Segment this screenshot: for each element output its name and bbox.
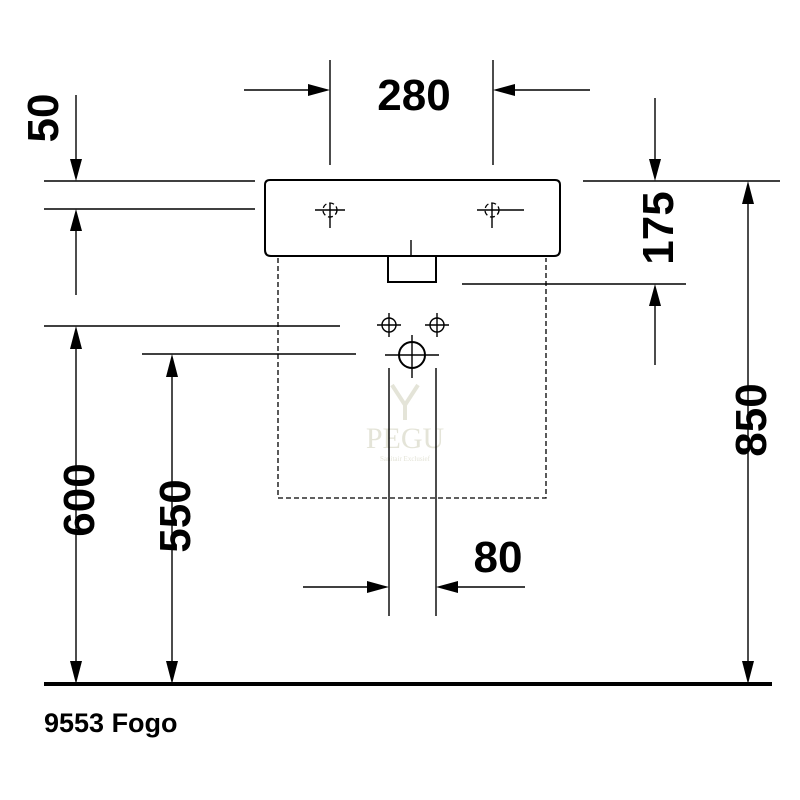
pedestal-outline (277, 258, 547, 499)
dimension-label-50: 50 (19, 94, 68, 143)
dimension-850: 850 (727, 181, 776, 684)
dimension-label-850: 850 (727, 383, 776, 456)
product-caption: 9553 Fogo (44, 708, 178, 738)
basin (264, 179, 561, 283)
dimension-80: 80 (303, 533, 525, 593)
watermark: PEGU Sanitair Exclusief (366, 383, 445, 463)
dimension-50: 50 (19, 94, 255, 295)
dimension-label-600: 600 (55, 463, 104, 536)
waste-outlet (387, 256, 437, 283)
dimension-label-175: 175 (634, 191, 683, 264)
dimension-550: 550 (142, 353, 356, 684)
watermark-subtitle: Sanitair Exclusief (380, 455, 431, 463)
supply-connections (377, 313, 449, 378)
watermark-logo-mark (390, 383, 420, 420)
tap-hole-left (315, 202, 345, 228)
dimension-175: 175 (462, 98, 780, 365)
dimension-600: 600 (44, 325, 340, 684)
dimension-label-550: 550 (151, 479, 200, 552)
dimension-280: 280 (244, 60, 590, 165)
watermark-logo-text: PEGU (366, 422, 445, 455)
tap-hole-right (477, 202, 524, 228)
dimension-label-80: 80 (474, 533, 523, 582)
basin-outline (264, 179, 561, 257)
dimension-label-280: 280 (377, 71, 450, 120)
